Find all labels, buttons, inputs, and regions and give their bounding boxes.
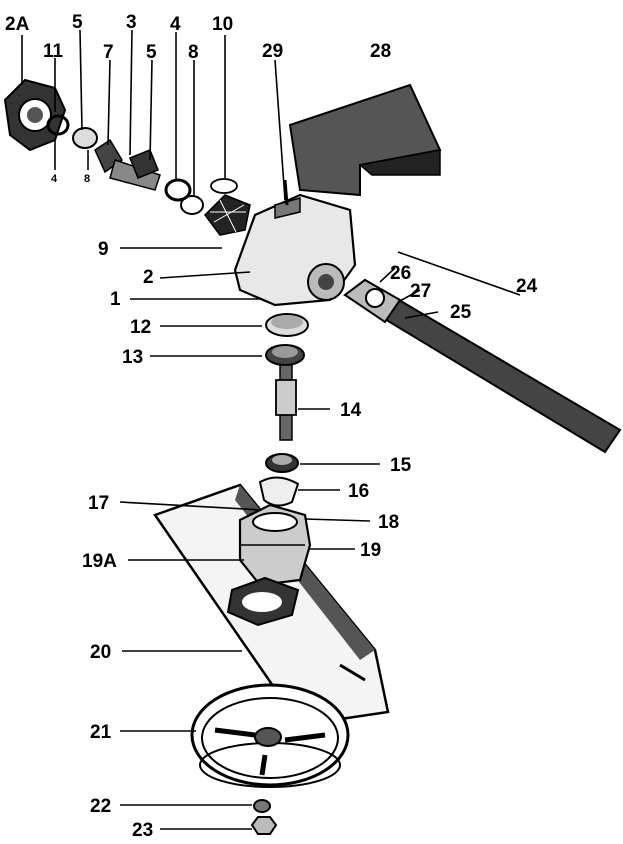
label-part-16: 16	[348, 481, 369, 502]
label-part-19: 19	[360, 540, 381, 561]
part-gasket-19a	[226, 576, 300, 627]
part-bearing-15	[265, 453, 299, 473]
label-part-27: 27	[410, 281, 431, 302]
label-part-10: 10	[212, 14, 233, 35]
leader-lines	[21, 29, 521, 830]
part-plug-10	[210, 178, 238, 194]
label-part-1: 1	[110, 289, 121, 310]
label-part-25: 25	[450, 302, 472, 323]
part-shims-4-8	[164, 178, 204, 215]
label-part-28: 28	[370, 41, 391, 62]
label-part-2: 2	[143, 267, 154, 288]
label-part-9: 9	[98, 239, 109, 260]
label-part-17: 17	[88, 493, 109, 514]
label-part-5: 5	[72, 12, 83, 33]
label-part-23: 23	[132, 820, 153, 841]
part-nut-22	[253, 799, 271, 813]
part-pulley-21	[190, 683, 350, 788]
part-lower-housing-19	[238, 503, 312, 587]
label-part-8-lower: 8	[84, 173, 90, 185]
label-part-12: 12	[130, 317, 151, 338]
label-part-7: 7	[103, 42, 114, 63]
label-part-13: 13	[122, 347, 143, 368]
part-pinion-shaft-assembly	[72, 127, 161, 191]
label-part-29: 29	[262, 41, 283, 62]
label-part-4: 4	[170, 14, 181, 35]
part-vertical-shaft-14	[275, 364, 297, 441]
part-bearing-13	[265, 344, 305, 366]
label-part-4-lower: 4	[51, 173, 58, 185]
part-gearbox-housing	[233, 179, 357, 307]
part-shield-28	[288, 83, 442, 197]
part-seal-cap-12	[265, 313, 309, 337]
label-part-14: 14	[340, 400, 362, 421]
label-part-3: 3	[126, 12, 137, 33]
label-part-2a: 2A	[5, 14, 30, 35]
label-part-18: 18	[378, 512, 399, 533]
label-part-20: 20	[90, 642, 111, 663]
label-part-8: 8	[188, 42, 199, 63]
part-snap-ring-11	[46, 114, 70, 136]
part-nut-23	[250, 816, 278, 835]
label-part-5-second: 5	[146, 42, 157, 63]
label-part-24: 24	[516, 276, 538, 297]
part-bevel-gear-9	[204, 194, 251, 236]
label-part-19a: 19A	[82, 551, 117, 572]
label-part-21: 21	[90, 722, 112, 743]
label-part-11: 11	[43, 41, 64, 62]
label-part-26: 26	[390, 263, 411, 284]
label-part-15: 15	[390, 455, 412, 476]
part-cup-16	[258, 476, 300, 507]
part-knife-bar-24	[343, 278, 622, 454]
label-part-22: 22	[90, 796, 111, 817]
